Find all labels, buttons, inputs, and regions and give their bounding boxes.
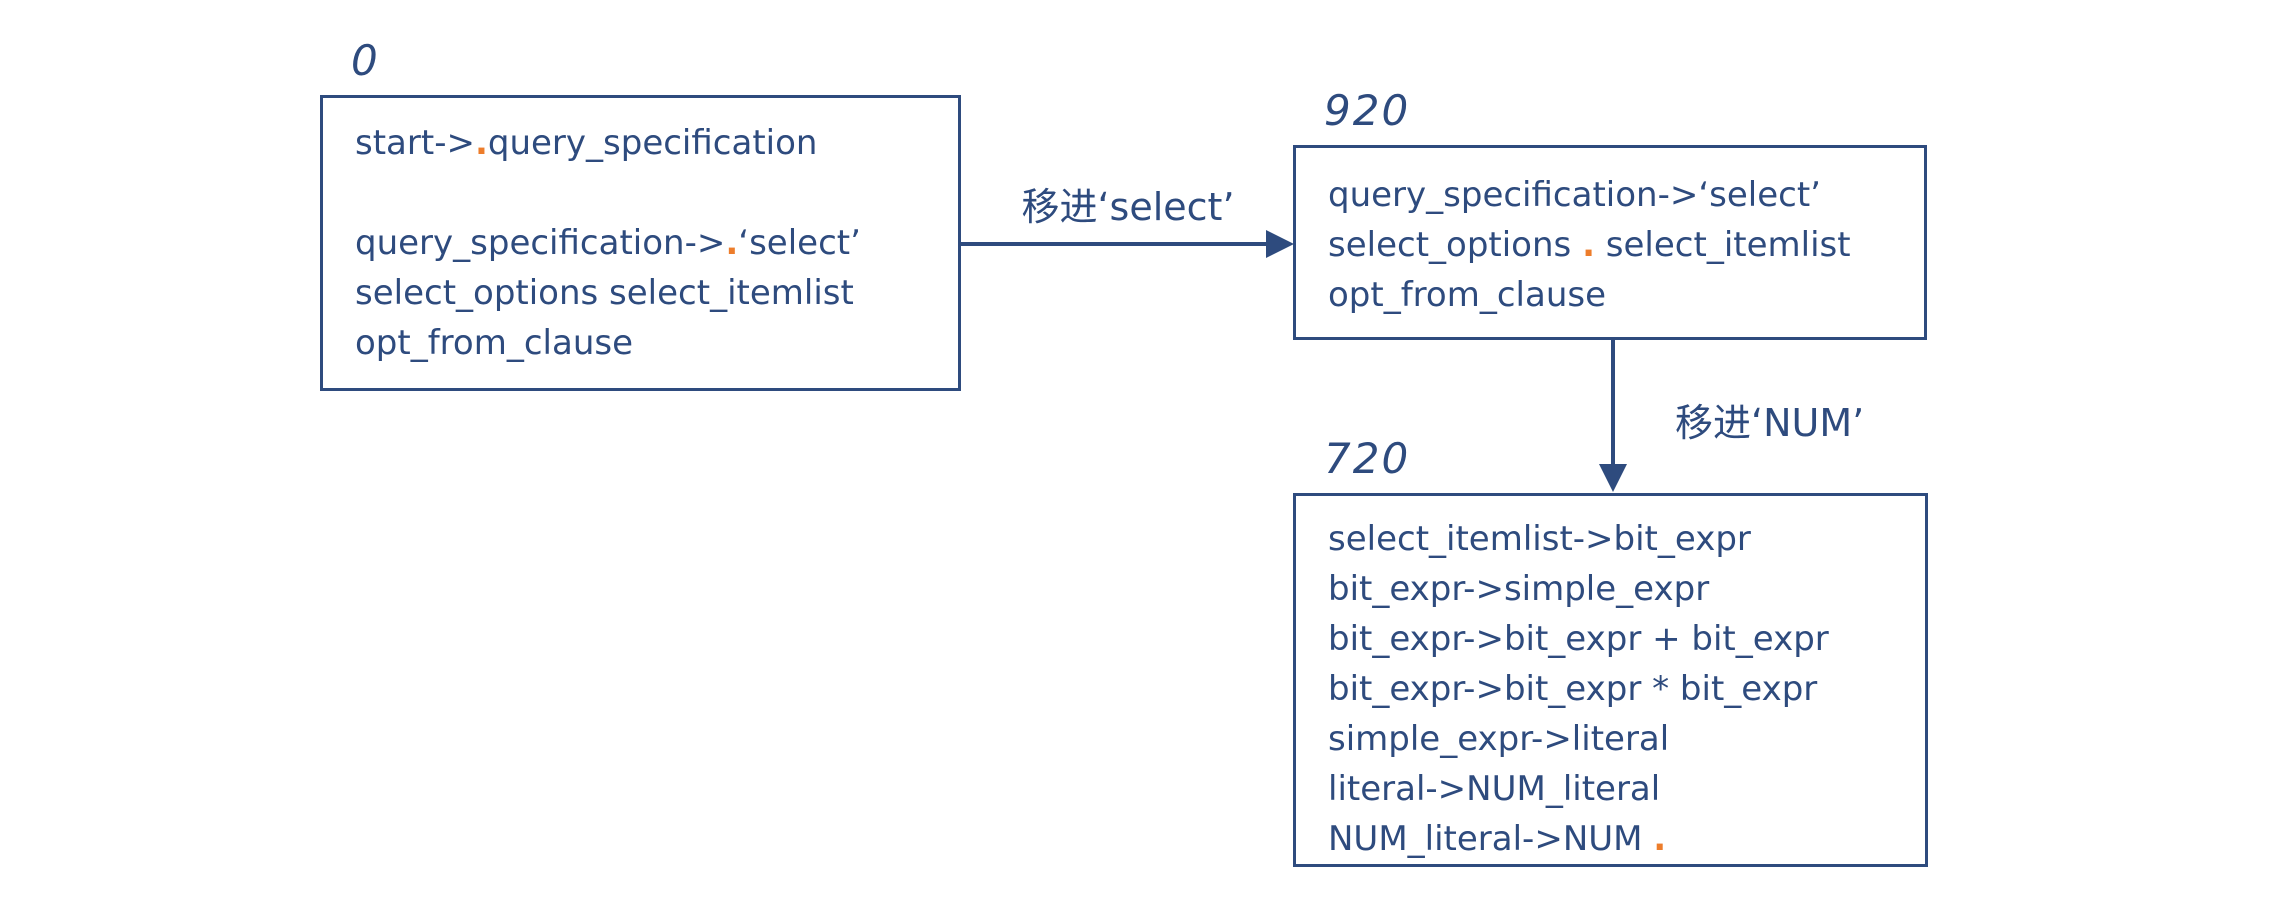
grammar-item-line: simple_expr->literal <box>1328 714 1917 764</box>
grammar-text: select_options select_itemlist <box>355 273 854 313</box>
state-box-720: 720 select_itemlist->bit_expr bit_expr->s… <box>1293 434 1928 867</box>
transition-arrow-shift-select <box>961 242 1269 246</box>
grammar-text: select_itemlist->bit_expr <box>1328 519 1751 559</box>
grammar-text: query_specification-> <box>355 223 726 263</box>
grammar-item-line: opt_from_clause <box>355 318 950 368</box>
parse-position-dot: . <box>1653 819 1667 859</box>
arrowhead-down-icon <box>1599 464 1627 492</box>
grammar-item-line: literal->NUM_literal <box>1328 764 1917 814</box>
state-items: query_specification->‘select’ select_opti… <box>1328 170 1916 320</box>
state-box-920: 920 query_specification->‘select’ select_… <box>1293 86 1927 340</box>
grammar-text: select_itemlist <box>1594 225 1851 265</box>
grammar-text: bit_expr->simple_expr <box>1328 569 1710 609</box>
grammar-item-line: start->.query_specification <box>355 118 950 168</box>
grammar-item-line: bit_expr->bit_expr + bit_expr <box>1328 614 1917 664</box>
grammar-item-line: select_itemlist->bit_expr <box>1328 514 1917 564</box>
grammar-text: bit_expr->bit_expr + bit_expr <box>1328 619 1829 659</box>
grammar-text: simple_expr->literal <box>1328 719 1670 759</box>
grammar-text: literal->NUM_literal <box>1328 769 1661 809</box>
grammar-text: NUM_literal->NUM <box>1328 819 1654 859</box>
grammar-text: ‘select’ <box>738 223 861 263</box>
parse-position-dot: . <box>1582 225 1595 265</box>
grammar-text: bit_expr->bit_expr * bit_expr <box>1328 669 1818 709</box>
parse-position-dot: . <box>474 123 488 163</box>
grammar-item-line: query_specification->.‘select’ <box>355 218 950 268</box>
parse-position-dot: . <box>725 223 739 263</box>
grammar-item-line: select_options . select_itemlist <box>1328 220 1916 270</box>
grammar-item-line: bit_expr->bit_expr * bit_expr <box>1328 664 1917 714</box>
transition-arrow-shift-num <box>1611 340 1615 470</box>
grammar-text: select_options <box>1328 225 1583 265</box>
transition-label-shift-num: 移进‘NUM’ <box>1675 401 1865 445</box>
grammar-item-line: query_specification->‘select’ <box>1328 170 1916 220</box>
grammar-text: opt_from_clause <box>355 323 633 363</box>
state-id-label: 0 <box>351 36 380 85</box>
grammar-text: start-> <box>355 123 475 163</box>
state-items: start->.query_specification query_specif… <box>355 118 950 368</box>
state-items: select_itemlist->bit_expr bit_expr->simpl… <box>1328 514 1917 864</box>
grammar-item-line: bit_expr->simple_expr <box>1328 564 1917 614</box>
state-box-0: 0 start->.query_specification query_spec… <box>320 36 961 391</box>
grammar-item-line: NUM_literal->NUM . <box>1328 814 1917 864</box>
grammar-text: query_specification <box>487 123 818 163</box>
state-id-label: 720 <box>1324 434 1411 483</box>
transition-label-shift-select: 移进‘select’ <box>1021 185 1235 229</box>
arrowhead-right-icon <box>1266 230 1294 258</box>
grammar-item-line <box>355 168 950 218</box>
grammar-item-line: select_options select_itemlist <box>355 268 950 318</box>
grammar-text: query_specification->‘select’ <box>1328 175 1821 215</box>
grammar-item-line: opt_from_clause <box>1328 270 1916 320</box>
grammar-text: opt_from_clause <box>1328 275 1606 315</box>
state-id-label: 920 <box>1324 86 1411 135</box>
